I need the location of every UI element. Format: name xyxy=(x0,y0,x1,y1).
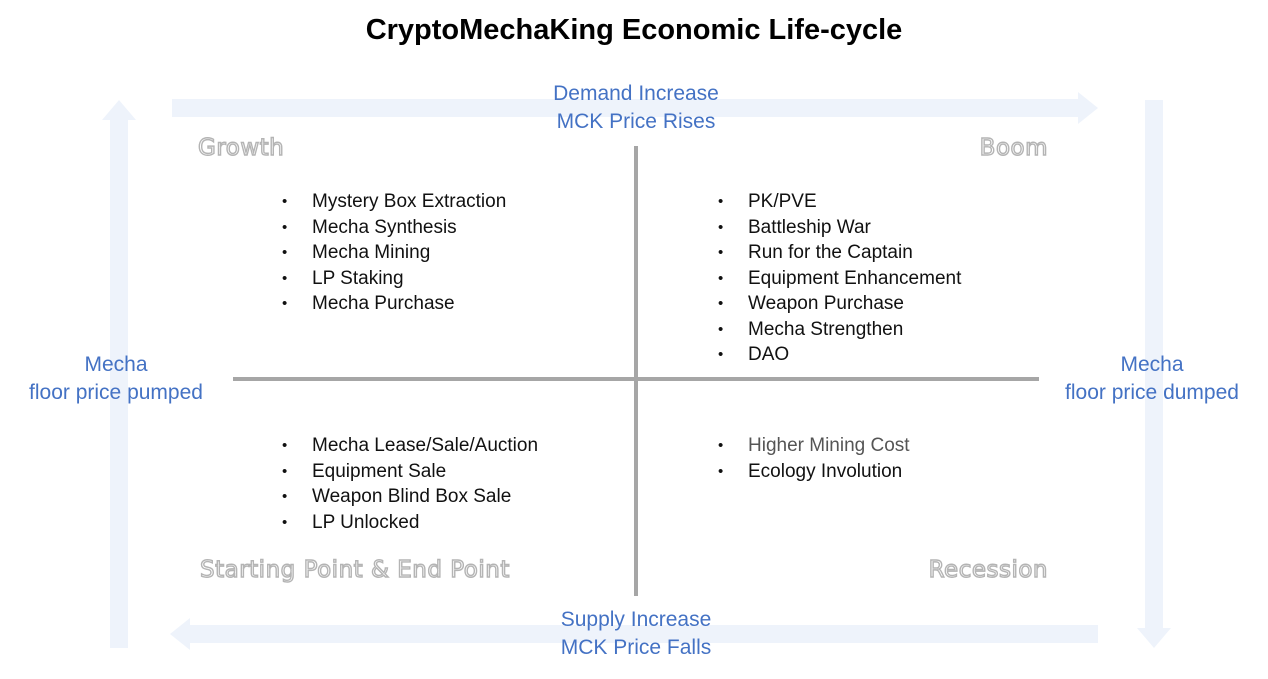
quadrant-name-growth: Growth xyxy=(197,134,285,161)
right-axis-line-1: Mecha xyxy=(1120,353,1184,376)
vertical-divider xyxy=(634,146,638,596)
bottom-axis-label: Supply Increase MCK Price Falls xyxy=(486,606,786,662)
list-item: Higher Mining Cost xyxy=(718,433,910,459)
list-item: Mecha Strengthen xyxy=(718,317,961,343)
list-item: Weapon Purchase xyxy=(718,291,961,317)
list-item: LP Staking xyxy=(282,266,506,292)
list-item: Equipment Sale xyxy=(282,459,538,485)
list-item: Ecology Involution xyxy=(718,459,910,485)
list-item: Mystery Box Extraction xyxy=(282,189,506,215)
list-item: Weapon Blind Box Sale xyxy=(282,484,538,510)
horizontal-divider xyxy=(233,377,1039,381)
diagram-title: CryptoMechaKing Economic Life-cycle xyxy=(365,14,903,46)
list-item: Mecha Synthesis xyxy=(282,215,506,241)
bottom-axis-line-1: Supply Increase xyxy=(560,608,712,631)
bottom-axis-line-2: MCK Price Falls xyxy=(560,636,712,659)
quadrant-name-boom: Boom xyxy=(979,134,1048,161)
right-axis-label: Mecha floor price dumped xyxy=(1042,351,1262,407)
boom-list: PK/PVE Battleship War Run for the Captai… xyxy=(718,189,961,368)
left-arrow xyxy=(102,100,136,648)
quadrant-name-recession: Recession xyxy=(928,556,1048,583)
list-item: LP Unlocked xyxy=(282,510,538,536)
list-item: Mecha Mining xyxy=(282,240,506,266)
left-axis-line-1: Mecha xyxy=(84,353,148,376)
growth-list: Mystery Box Extraction Mecha Synthesis M… xyxy=(282,189,506,317)
right-axis-line-2: floor price dumped xyxy=(1065,381,1239,404)
top-axis-label: Demand Increase MCK Price Rises xyxy=(486,80,786,136)
recession-list: Higher Mining Cost Ecology Involution xyxy=(718,433,910,484)
quadrant-name-start-end: Starting Point & End Point xyxy=(199,556,510,583)
start-end-list: Mecha Lease/Sale/Auction Equipment Sale … xyxy=(282,433,538,535)
left-axis-label: Mecha floor price pumped xyxy=(5,351,227,407)
list-item: Battleship War xyxy=(718,215,961,241)
bottom-arrow xyxy=(170,618,1098,650)
list-item: Mecha Purchase xyxy=(282,291,506,317)
top-axis-line-1: Demand Increase xyxy=(553,82,719,105)
right-arrow xyxy=(1137,100,1171,648)
top-axis-line-2: MCK Price Rises xyxy=(556,110,716,133)
left-axis-line-2: floor price pumped xyxy=(29,381,203,404)
list-item: Run for the Captain xyxy=(718,240,961,266)
list-item: Equipment Enhancement xyxy=(718,266,961,292)
list-item: DAO xyxy=(718,342,961,368)
top-arrow xyxy=(172,92,1098,124)
list-item: Mecha Lease/Sale/Auction xyxy=(282,433,538,459)
list-item: PK/PVE xyxy=(718,189,961,215)
